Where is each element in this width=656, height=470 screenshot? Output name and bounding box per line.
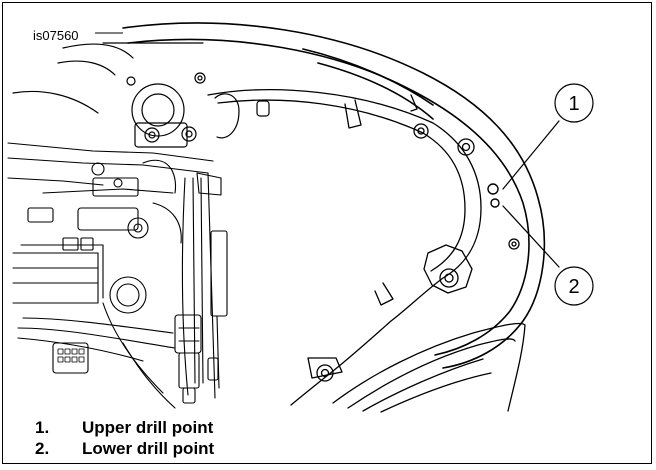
- headlamp-assembly: [12, 42, 270, 148]
- figure-frame: 1 2 is07560 1. Upper drill point 2. Lowe…: [2, 2, 652, 464]
- callout-1-number: 1: [568, 93, 579, 115]
- legend: 1. Upper drill point 2. Lower drill poin…: [35, 417, 214, 459]
- lower-panel: [332, 322, 526, 413]
- legend-item: 2. Lower drill point: [35, 438, 214, 459]
- technical-illustration: 1 2: [7, 22, 594, 413]
- inner-fairing: [207, 89, 520, 406]
- fairing-shell: [122, 22, 546, 369]
- figure-id: is07560: [33, 28, 79, 43]
- mechanical-assembly: [7, 142, 228, 399]
- callout-2-number: 2: [568, 276, 579, 298]
- legend-label: Lower drill point: [82, 439, 215, 458]
- connector: [174, 314, 219, 404]
- electronics-module: [12, 237, 176, 409]
- callout-1: [502, 83, 594, 190]
- callout-2: [502, 205, 594, 306]
- upper-drill-point-mark: [487, 183, 499, 195]
- drill-points: [487, 183, 500, 208]
- legend-item: 1. Upper drill point: [35, 417, 214, 438]
- legend-number: 1.: [35, 418, 50, 437]
- lower-drill-point-mark: [490, 198, 500, 208]
- legend-number: 2.: [35, 439, 50, 458]
- legend-label: Upper drill point: [82, 418, 214, 437]
